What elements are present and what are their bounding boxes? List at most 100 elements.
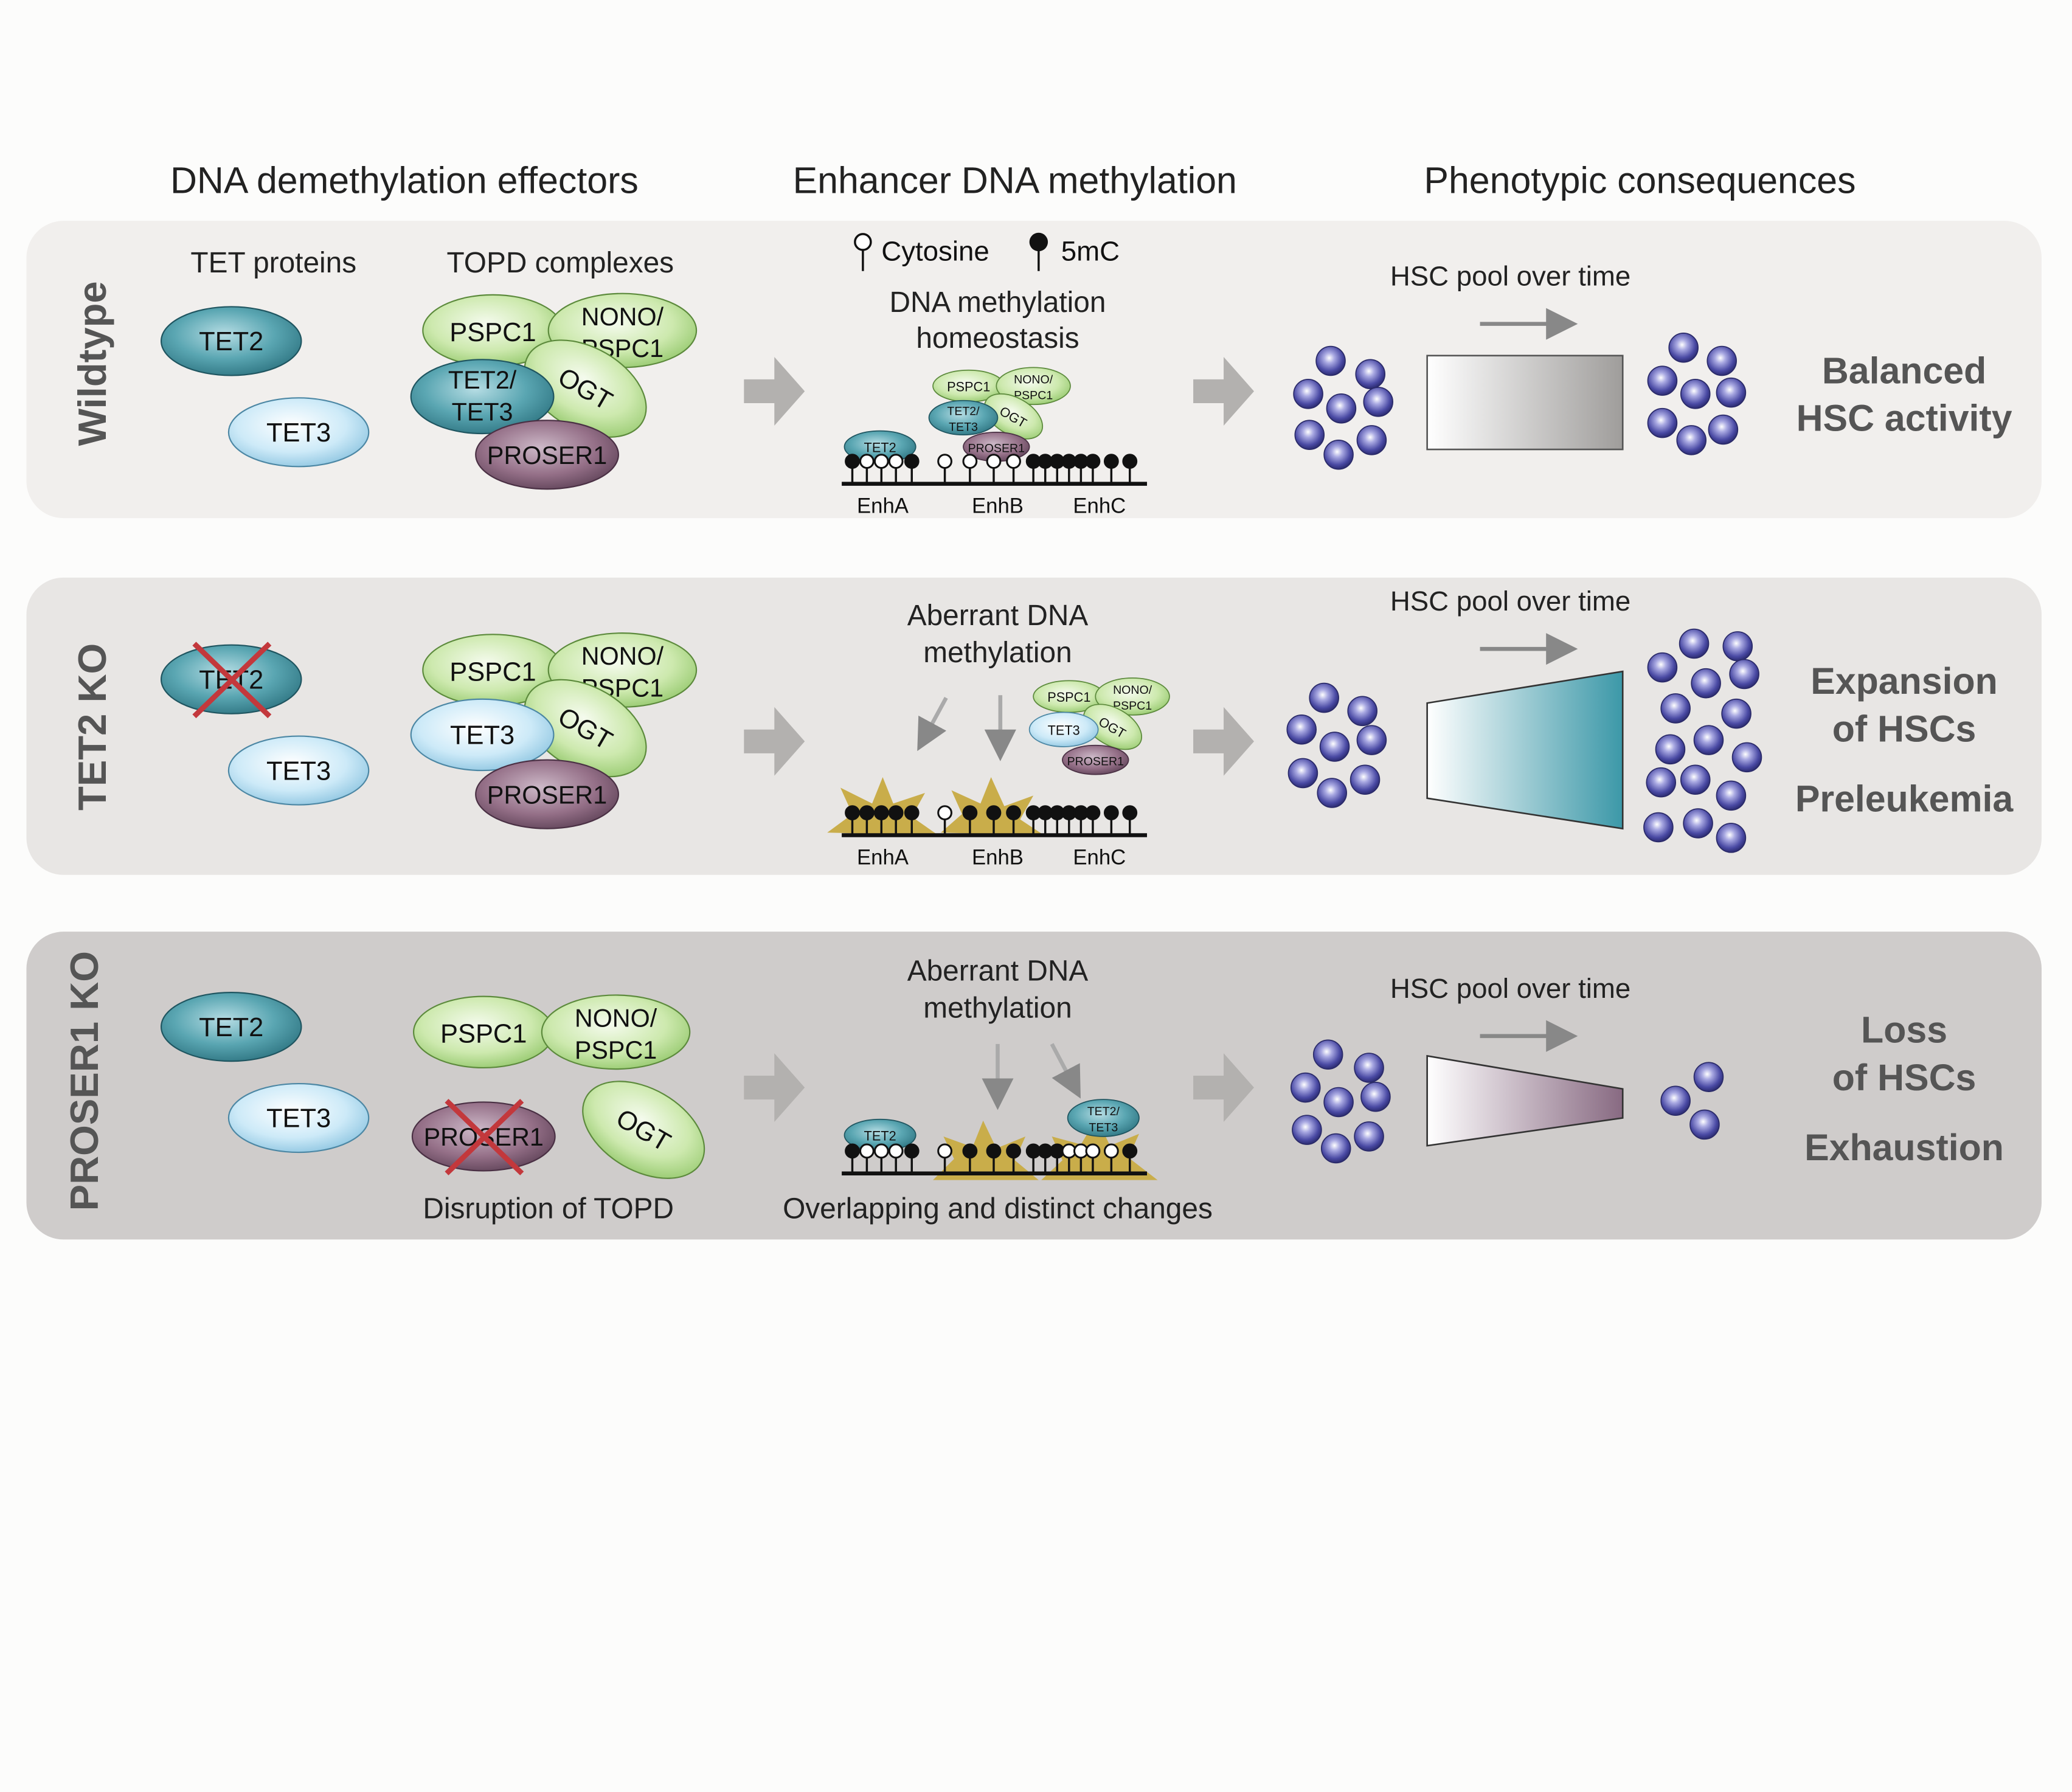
enhc-label: EnhC <box>1073 846 1126 869</box>
pspc1-label: PSPC1 <box>947 379 990 394</box>
pointer-arrow <box>917 697 948 752</box>
hsc-cell <box>1326 393 1357 424</box>
tet3-label: TET3 <box>1048 722 1080 738</box>
methylated-cytosine-pin <box>888 805 904 820</box>
outcome-line1: Balanced <box>1822 350 1986 391</box>
subheader-tet-proteins: TET proteins <box>190 247 356 279</box>
hsc-cell <box>1354 1053 1384 1083</box>
methylated-cytosine-pin <box>845 1143 860 1159</box>
cytosine-pin <box>962 454 978 469</box>
tet3-label: TET3 <box>266 1104 331 1133</box>
tet2-tet3-label-top: TET2/ <box>947 405 980 418</box>
hsc-cluster-after <box>1647 333 1747 455</box>
hsc-pool-label: HSC pool over time <box>1390 261 1630 292</box>
tet2-protein <box>160 306 302 376</box>
cytosine-pin <box>859 454 875 469</box>
center-text-line2: methylation <box>923 992 1072 1024</box>
hsc-cell <box>1356 725 1387 755</box>
cytosine-pin <box>937 454 952 469</box>
tet2-tet3-on-enhc <box>1067 1099 1140 1137</box>
tet2-tet3-label-bottom: TET3 <box>1089 1121 1118 1134</box>
column-header-enhancer: Enhancer DNA methylation <box>793 160 1237 201</box>
methylated-cytosine-pin <box>904 1143 920 1159</box>
enhb-label: EnhB <box>972 494 1024 517</box>
methylation-legend: Cytosine 5mC <box>854 232 1120 271</box>
hsc-pool-shape <box>1426 355 1624 451</box>
hsc-cell <box>1643 812 1674 843</box>
pointer-arrow <box>1050 1043 1081 1099</box>
hsc-cell <box>1647 407 1678 438</box>
hsc-cell <box>1706 345 1737 376</box>
tet2-label: TET2 <box>199 1013 263 1042</box>
tet2-tet3-label-top: TET2/ <box>1087 1105 1120 1118</box>
outcome-line2: HSC activity <box>1797 398 2012 439</box>
tet3-protein <box>227 735 370 806</box>
outcome-secondary: Preleukemia <box>1795 778 2014 819</box>
cytosine-pin <box>986 454 1002 469</box>
methylation-hotspot <box>933 1120 1039 1180</box>
hsc-cluster-after <box>1643 628 1762 853</box>
cytosine-pin <box>888 454 904 469</box>
hsc-cell <box>1693 1062 1724 1092</box>
row-tet2-ko: TET2 KO TET2 TET3 PSPC1 NONO/ PSPC1 OGT … <box>26 577 2042 875</box>
tet2-tet3-label-top: TET2/ <box>448 366 517 394</box>
hsc-cell <box>1309 682 1339 713</box>
bottom-note: Overlapping and distinct changes <box>783 1193 1213 1225</box>
methylated-cytosine-pin <box>873 805 889 820</box>
topd-complex-small: PSPC1 NONO/ PSPC1 OGT TET3 PROSER1 <box>1028 677 1170 775</box>
hsc-cell <box>1647 365 1678 396</box>
tet2-label: TET2 <box>864 440 896 455</box>
tet3-label: TET3 <box>266 418 331 448</box>
row-label: PROSER1 KO <box>62 951 106 1211</box>
hsc-cell <box>1294 420 1325 450</box>
hsc-cell <box>1729 659 1759 690</box>
center-text-line1: DNA methylation <box>889 286 1106 319</box>
tet2-tet3-label-bottom: TET3 <box>452 398 513 426</box>
center-text-line2: homeostasis <box>916 322 1079 355</box>
topd-complex-small: PSPC1 NONO/ PSPC1 OGT TET2/ TET3 PROSER1 <box>928 367 1071 462</box>
column-header-effectors: DNA demethylation effectors <box>170 160 639 201</box>
tet2-tet3-protein <box>410 359 555 435</box>
methylated-cytosine-pin <box>1006 1143 1021 1159</box>
center-text-line1: Aberrant DNA <box>907 955 1089 988</box>
hsc-pool-label: HSC pool over time <box>1390 586 1630 617</box>
hsc-cell <box>1646 767 1677 798</box>
proser1-protein <box>475 420 619 490</box>
hsc-pool-label: HSC pool over time <box>1390 973 1630 1004</box>
hsc-cell <box>1319 732 1350 762</box>
hsc-cell <box>1354 1121 1384 1152</box>
pspc1-label: PSPC1 <box>1047 690 1090 705</box>
hsc-cell <box>1655 734 1686 765</box>
hsc-cell <box>1721 698 1751 729</box>
tet3-protein <box>1028 711 1099 747</box>
hsc-cell <box>1731 742 1762 773</box>
tet3-protein <box>227 397 370 468</box>
enhb-label: EnhB <box>972 846 1024 869</box>
nono-label-top: NONO/ <box>1014 373 1053 386</box>
proser1-label: PROSER1 <box>968 441 1025 455</box>
outcome-line1: Loss <box>1861 1009 1947 1051</box>
hsc-cell <box>1708 414 1739 445</box>
nono-label-top: NONO/ <box>575 1005 657 1033</box>
tet2-protein <box>160 992 302 1062</box>
hsc-cell <box>1660 1085 1691 1116</box>
dna-sites <box>845 1143 1138 1174</box>
hsc-pool-shrinking-shape <box>1426 1054 1624 1147</box>
methylated-cytosine-pin <box>986 805 1002 820</box>
ogt-protein <box>1083 704 1143 750</box>
nono-pspc1-protein <box>996 367 1071 406</box>
hsc-cell <box>1286 714 1317 745</box>
proser1-label: PROSER1 <box>487 781 607 809</box>
hsc-cell <box>1668 333 1699 363</box>
pspc1-label: PSPC1 <box>449 318 536 347</box>
hsc-cell <box>1716 780 1747 811</box>
methylated-cytosine-pin <box>1122 454 1138 469</box>
pspc1-label: PSPC1 <box>449 657 536 687</box>
tet3-label: TET3 <box>450 721 515 750</box>
hsc-cell <box>1689 1109 1720 1140</box>
hsc-cell <box>1693 725 1724 755</box>
hsc-cell <box>1676 425 1706 455</box>
outcome-secondary: Exhaustion <box>1804 1127 2004 1168</box>
hsc-cell <box>1292 1115 1322 1145</box>
